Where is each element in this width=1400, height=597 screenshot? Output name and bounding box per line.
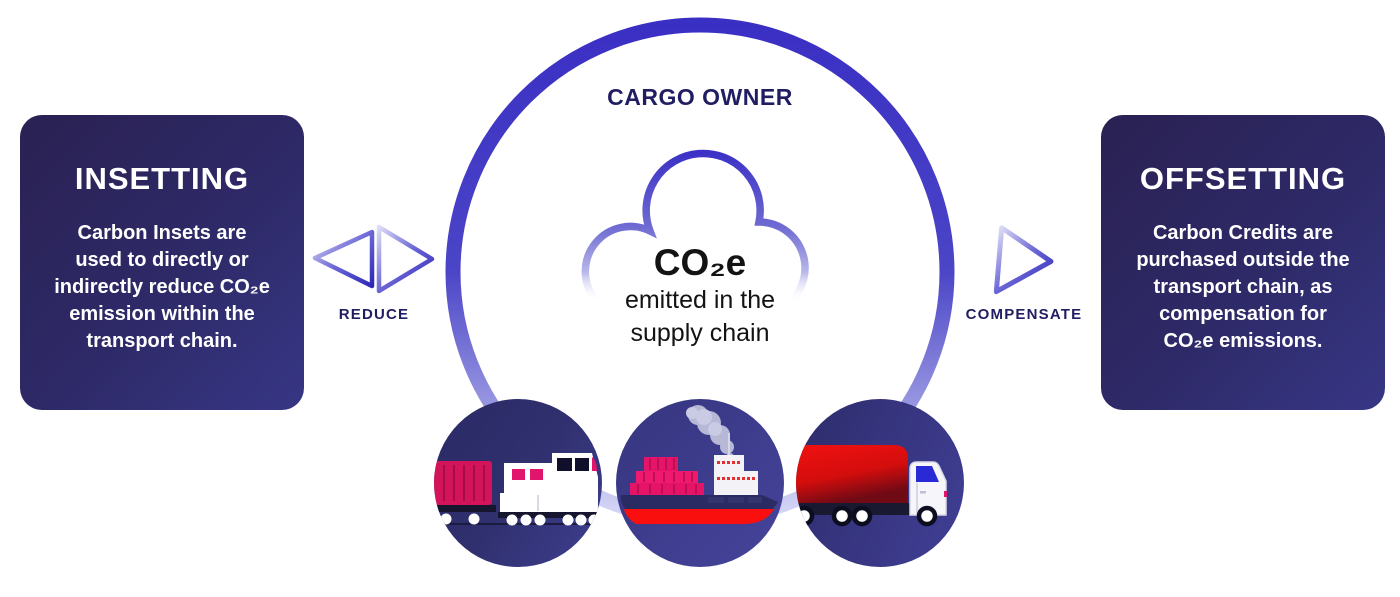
cargo-ship-icon (616, 399, 784, 567)
reduce-twin-triangles-icon (312, 224, 435, 294)
insetting-title: INSETTING (74, 161, 250, 196)
insetting-body: Carbon Insets are used to directly or in… (20, 220, 304, 355)
compensate-label: COMPENSATE (965, 306, 1083, 323)
offsetting-body-line: Carbon Credits are (1152, 222, 1334, 244)
train-illustration (434, 453, 602, 526)
insetting-body-line: transport chain. (86, 330, 238, 352)
co2e-heading: CO₂e (653, 242, 747, 283)
cloud-text-line: emitted in the (624, 286, 776, 314)
co2-cloud-icon (581, 149, 809, 306)
insetting-body-line: used to directly or (75, 249, 249, 271)
cloud-text-line: supply chain (630, 319, 770, 347)
cargo-owner-label: CARGO OWNER (607, 84, 793, 110)
insetting-body-line: indirectly reduce CO₂e (54, 276, 270, 298)
offsetting-body-line: transport chain, as (1153, 276, 1333, 298)
insetting-body-line: Carbon Insets are (77, 222, 247, 244)
train-icon (434, 399, 602, 567)
truck-icon (796, 399, 964, 567)
offsetting-body: Carbon Credits are purchased outside the… (1101, 220, 1385, 355)
insetting-panel: INSETTING Carbon Insets are used to dire… (20, 115, 304, 410)
compensate-triangle-icon (994, 225, 1054, 295)
insetting-body-line: emission within the (69, 303, 255, 325)
cloud-text-block: CO₂e emitted in the supply chain (580, 242, 820, 350)
offsetting-title: OFFSETTING (1139, 161, 1347, 196)
ship-illustration (620, 405, 778, 524)
truck-illustration (796, 445, 947, 527)
reduce-label: REDUCE (338, 306, 410, 323)
offsetting-body-line: purchased outside the (1136, 249, 1350, 271)
offsetting-body-line: compensation for (1159, 303, 1327, 325)
offsetting-body-line: CO₂e emissions. (1163, 330, 1323, 352)
offsetting-panel: OFFSETTING Carbon Credits are purchased … (1101, 115, 1385, 410)
